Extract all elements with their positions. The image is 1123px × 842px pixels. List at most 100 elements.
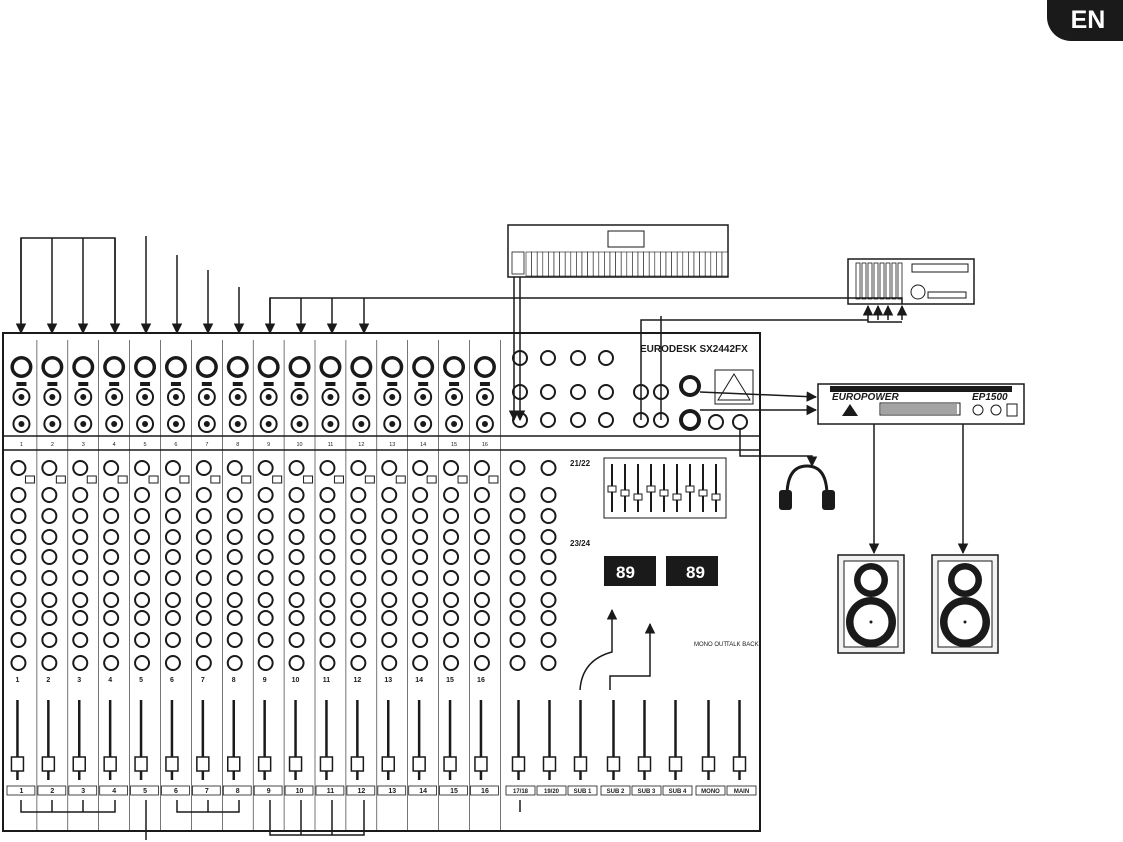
- channel-knob[interactable]: [41, 529, 58, 545]
- channel-knob[interactable]: [473, 549, 490, 565]
- channel-knob[interactable]: [257, 632, 274, 648]
- keyboard-key[interactable]: [609, 251, 616, 277]
- channel-knob[interactable]: [473, 460, 490, 476]
- channel-knob[interactable]: [164, 570, 181, 586]
- channel-knob[interactable]: [41, 610, 58, 626]
- channel-knob[interactable]: [257, 487, 274, 503]
- channel-knob[interactable]: [103, 460, 120, 476]
- channel-button[interactable]: [24, 475, 35, 484]
- channel-knob[interactable]: [412, 549, 429, 565]
- channel-knob[interactable]: [10, 508, 27, 524]
- keyboard-key[interactable]: [654, 251, 661, 277]
- channel-fader[interactable]: [41, 756, 56, 772]
- channel-knob[interactable]: [41, 549, 58, 565]
- channel-knob[interactable]: [226, 487, 243, 503]
- channel-knob[interactable]: [540, 549, 557, 565]
- channel-knob[interactable]: [350, 487, 367, 503]
- channel-knob[interactable]: [41, 592, 58, 608]
- channel-knob[interactable]: [10, 487, 27, 503]
- keyboard-key[interactable]: [570, 251, 577, 277]
- channel-knob[interactable]: [443, 610, 460, 626]
- channel-knob[interactable]: [319, 508, 336, 524]
- channel-knob[interactable]: [288, 508, 305, 524]
- channel-button[interactable]: [303, 475, 314, 484]
- channel-knob[interactable]: [412, 592, 429, 608]
- channel-knob[interactable]: [540, 529, 557, 545]
- channel-knob[interactable]: [134, 592, 151, 608]
- eq-slider[interactable]: [646, 485, 656, 493]
- channel-knob[interactable]: [41, 487, 58, 503]
- channel-fader[interactable]: [443, 756, 457, 772]
- channel-knob[interactable]: [319, 655, 336, 671]
- keyboard-key[interactable]: [615, 251, 622, 277]
- channel-knob[interactable]: [103, 610, 120, 626]
- channel-knob[interactable]: [10, 610, 27, 626]
- channel-knob[interactable]: [443, 632, 460, 648]
- channel-knob[interactable]: [443, 655, 460, 671]
- channel-knob[interactable]: [134, 549, 151, 565]
- channel-button[interactable]: [395, 475, 406, 484]
- channel-knob[interactable]: [350, 592, 367, 608]
- channel-knob[interactable]: [350, 632, 367, 648]
- channel-knob[interactable]: [288, 610, 305, 626]
- channel-knob[interactable]: [103, 487, 120, 503]
- channel-knob[interactable]: [134, 655, 151, 671]
- channel-knob[interactable]: [72, 655, 89, 671]
- eq-slider[interactable]: [711, 493, 721, 501]
- aux-jack[interactable]: [540, 350, 556, 366]
- keyboard-key[interactable]: [559, 251, 566, 277]
- channel-button[interactable]: [241, 475, 252, 484]
- keyboard-key[interactable]: [587, 251, 594, 277]
- channel-knob[interactable]: [443, 592, 460, 608]
- channel-fader[interactable]: [319, 756, 334, 772]
- channel-knob[interactable]: [10, 549, 27, 565]
- channel-knob[interactable]: [134, 460, 151, 476]
- keyboard-key[interactable]: [525, 251, 532, 277]
- channel-knob[interactable]: [134, 610, 151, 626]
- keyboard-key[interactable]: [665, 251, 672, 277]
- channel-knob[interactable]: [134, 529, 151, 545]
- channel-knob[interactable]: [319, 529, 336, 545]
- channel-button[interactable]: [148, 475, 159, 484]
- channel-knob[interactable]: [72, 529, 89, 545]
- channel-knob[interactable]: [195, 487, 212, 503]
- channel-fader[interactable]: [134, 756, 148, 772]
- channel-button[interactable]: [117, 475, 128, 484]
- aux-jack[interactable]: [540, 384, 556, 400]
- channel-knob[interactable]: [540, 487, 557, 503]
- channel-knob[interactable]: [288, 549, 305, 565]
- keyboard-key[interactable]: [632, 251, 639, 277]
- channel-knob[interactable]: [164, 592, 181, 608]
- channel-knob[interactable]: [381, 529, 398, 545]
- channel-knob[interactable]: [412, 460, 429, 476]
- channel-knob[interactable]: [195, 549, 212, 565]
- bus-fader[interactable]: [542, 756, 557, 772]
- channel-knob[interactable]: [41, 570, 58, 586]
- eq-slider[interactable]: [698, 489, 708, 497]
- channel-knob[interactable]: [103, 592, 120, 608]
- channel-knob[interactable]: [164, 529, 181, 545]
- channel-knob[interactable]: [350, 460, 367, 476]
- keyboard-key[interactable]: [688, 251, 695, 277]
- channel-knob[interactable]: [134, 570, 151, 586]
- channel-knob[interactable]: [288, 592, 305, 608]
- keyboard-key[interactable]: [699, 251, 706, 277]
- keyboard-key[interactable]: [676, 251, 684, 277]
- channel-knob[interactable]: [381, 570, 398, 586]
- eq-slider[interactable]: [659, 489, 669, 497]
- channel-knob[interactable]: [443, 487, 460, 503]
- aux-jack[interactable]: [570, 350, 586, 366]
- recorder-knob[interactable]: [910, 284, 926, 300]
- channel-button[interactable]: [364, 475, 375, 484]
- channel-knob[interactable]: [540, 460, 557, 476]
- channel-knob[interactable]: [473, 529, 490, 545]
- channel-knob[interactable]: [257, 529, 274, 545]
- channel-knob[interactable]: [540, 610, 557, 626]
- amp-gain-knob-right[interactable]: [990, 404, 1002, 416]
- channel-knob[interactable]: [319, 632, 336, 648]
- aux-jack[interactable]: [570, 384, 586, 400]
- channel-knob[interactable]: [195, 592, 212, 608]
- channel-knob[interactable]: [540, 632, 557, 648]
- keyboard-key[interactable]: [648, 251, 656, 277]
- channel-knob[interactable]: [10, 529, 27, 545]
